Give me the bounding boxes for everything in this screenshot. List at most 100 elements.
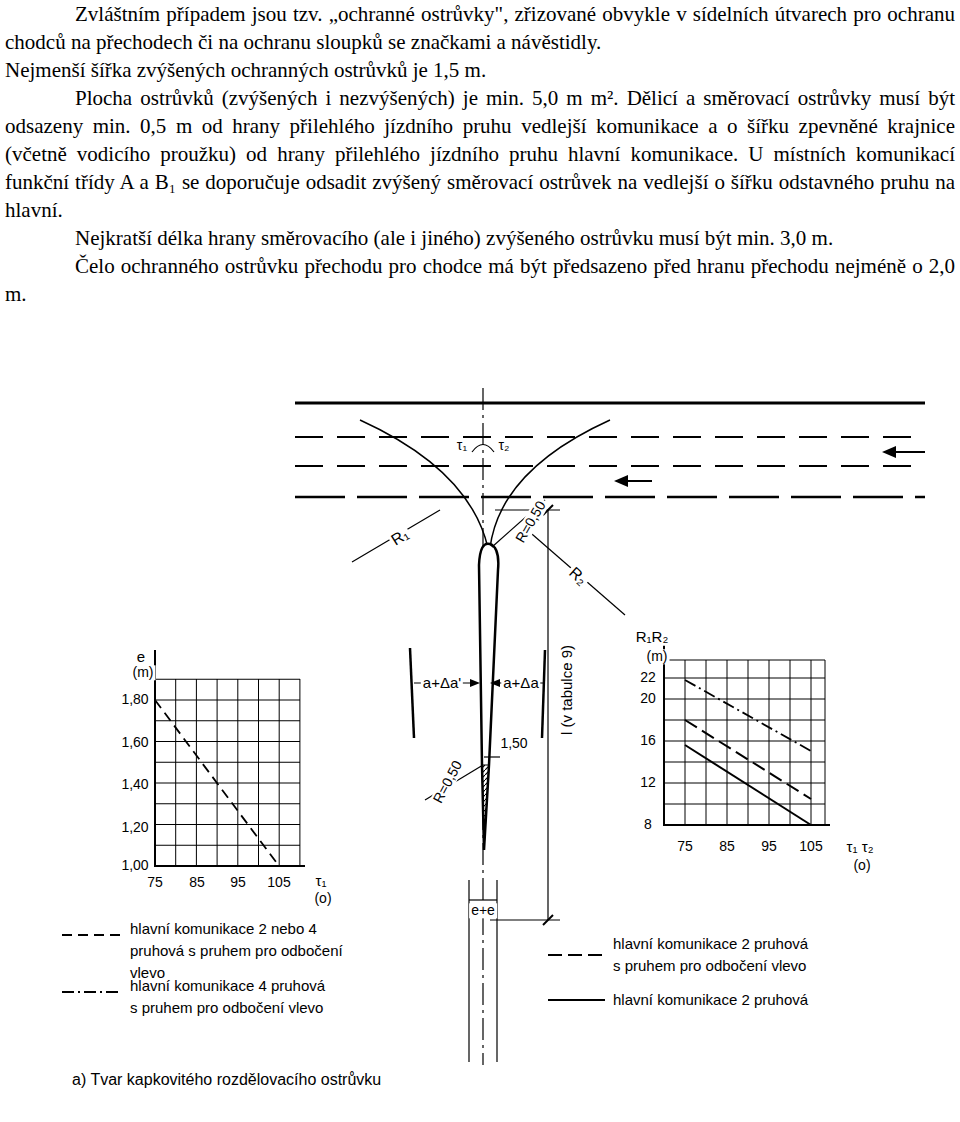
axis-tick: 1,60 <box>119 735 150 750</box>
offset-edge <box>410 648 414 738</box>
data-line-solid <box>685 745 811 825</box>
dimension-tick <box>543 915 553 925</box>
legend-text: hlavní komunikace 2 pruhová <box>613 989 893 1011</box>
width-label: 1,50 <box>498 736 529 751</box>
axis-unit: (m) <box>645 649 670 664</box>
offset-label: a+Δa <box>501 675 540 692</box>
axis-title: R₁R₂ <box>634 629 671 646</box>
arrow-head <box>470 679 480 687</box>
data-line-longdash <box>685 720 811 799</box>
paragraph: Nejkratší délka hrany směrovacího (ale i… <box>5 224 955 252</box>
axis-tick: 12 <box>638 775 658 790</box>
grid-line <box>748 660 749 825</box>
paragraph: Nejmenší šířka zvýšených ochranných ostr… <box>5 56 955 84</box>
grid-line <box>299 679 300 866</box>
offset-label: a+Δa' <box>421 675 463 692</box>
radius-leader <box>525 528 625 615</box>
legend-text: hlavní komunikace 4 pruhová s pruhem pro… <box>130 975 330 1019</box>
grid-line <box>155 824 300 825</box>
angle-label: τ₂ <box>497 438 512 453</box>
offset-edge <box>542 650 545 738</box>
axis-title: e <box>135 649 147 666</box>
radius-label: R=0,50 <box>430 757 467 808</box>
axis-tick: 22 <box>638 670 658 685</box>
axis-unit: (o) <box>851 858 872 873</box>
chart-axis <box>663 824 830 826</box>
chart-r <box>663 645 830 826</box>
grid-line <box>237 679 238 866</box>
grid-line <box>727 660 728 825</box>
legend-text: hlavní komunikace 2 pruhová s pruhem pro… <box>613 933 813 977</box>
legend-sample-longdash <box>548 954 608 956</box>
grid-line <box>825 660 826 825</box>
grid-line <box>155 700 300 701</box>
grid-line <box>664 678 825 679</box>
width-dimension <box>484 756 500 757</box>
curve-r2 <box>490 420 610 548</box>
axis-tick: 1,20 <box>119 820 150 835</box>
grid-line <box>769 660 770 825</box>
arrow-head <box>614 475 628 487</box>
grid-line <box>155 803 300 804</box>
axis-tick: 1,00 <box>119 858 150 873</box>
arrow-head <box>882 446 896 458</box>
grid-line <box>706 660 707 825</box>
length-label: l (v tabulce 9) <box>559 643 576 737</box>
arrow-head <box>490 679 500 687</box>
legend-sample-dashed <box>62 934 122 936</box>
paragraph: Plocha ostrůvků (zvýšených i nezvýšených… <box>5 84 955 224</box>
axis-tick: 85 <box>187 875 207 890</box>
chart-axis <box>663 645 665 826</box>
axis-unit: (o) <box>312 891 333 906</box>
axis-tick: 105 <box>265 875 292 890</box>
axis-unit: (m) <box>131 665 156 680</box>
axis-tick: 85 <box>717 839 737 854</box>
grid-line <box>811 660 812 825</box>
lane-line <box>295 436 925 438</box>
grid-line <box>664 660 825 661</box>
chart-axis <box>154 650 156 867</box>
width-label: e+e <box>469 903 497 918</box>
radius-leader <box>352 510 440 562</box>
grid-line <box>155 783 300 784</box>
axis-tick: 95 <box>759 839 779 854</box>
grid-line <box>155 762 300 763</box>
grid-line <box>155 741 300 742</box>
grid-line <box>155 679 300 680</box>
road <box>295 403 925 497</box>
grid-line <box>175 679 176 866</box>
axis-tick: 95 <box>228 875 248 890</box>
axis-title: τ₁ τ₂ <box>845 839 876 856</box>
grid-line <box>196 679 197 866</box>
road-edge <box>295 402 925 405</box>
axis-tick: 8 <box>642 817 654 832</box>
grid-line <box>664 762 825 763</box>
width-dimension <box>469 899 497 900</box>
axis-tick: 105 <box>797 839 824 854</box>
paragraph: Zvláštním případem jsou tzv. „ochranné o… <box>5 0 955 56</box>
drop-island <box>479 544 498 850</box>
grid-line <box>664 804 825 805</box>
axis-tick: 1,80 <box>119 692 150 707</box>
axis-tick: 75 <box>675 839 695 854</box>
grid-line <box>217 679 218 866</box>
data-line-dashed <box>155 700 279 866</box>
data-line-dashdot <box>685 680 811 751</box>
grid-line <box>258 679 259 866</box>
grid-line <box>155 845 300 846</box>
lane-line <box>295 465 925 467</box>
axis-title: τ₁ <box>314 873 329 890</box>
grid-line <box>685 660 686 825</box>
axis-tick: 20 <box>638 691 658 706</box>
figure-caption: a) Tvar kapkovitého rozdělovacího ostrův… <box>72 1071 381 1089</box>
angle-arc <box>472 445 494 453</box>
hatched-tip <box>482 765 489 850</box>
road-edge-dashed <box>295 496 925 499</box>
curve-r1 <box>360 420 488 548</box>
radius-label: R=0,50 <box>512 497 550 548</box>
angle-label: τ₁ <box>455 438 469 453</box>
legend-sample-solid <box>548 999 605 1001</box>
dimension-lines <box>352 500 625 1062</box>
grid-line <box>279 679 280 866</box>
